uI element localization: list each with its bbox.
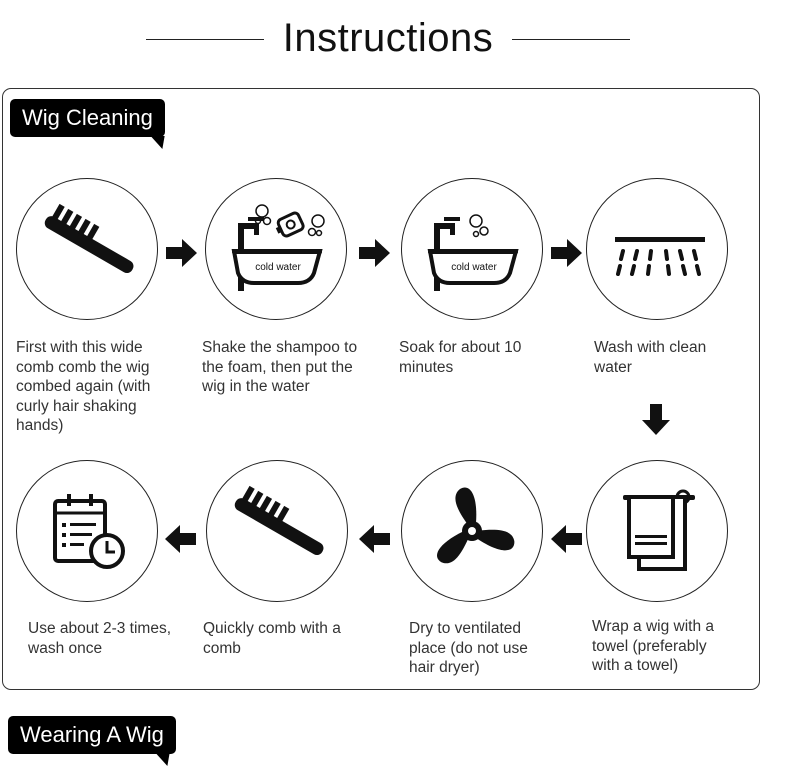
step-1-text: First with this wide comb comb the wig c… <box>16 339 151 434</box>
title-divider-right <box>512 39 630 40</box>
sink-label: cold water <box>255 262 301 273</box>
step-6-text: Dry to ventilated place (do not use hair… <box>409 620 528 676</box>
step-4-text: Wash with clean water <box>594 339 707 376</box>
step-1-circle <box>16 178 158 320</box>
title-divider-left <box>146 39 264 40</box>
step-5-text: Wrap a wig with a towel (preferably with… <box>592 618 715 674</box>
step-3-text: Soak for about 10 minutes <box>399 339 522 376</box>
step-8-text: Use about 2-3 times, wash once <box>28 620 172 657</box>
page-title: Instructions <box>282 16 494 60</box>
section-tag-wearing-a-wig: Wearing A Wig <box>8 716 176 754</box>
step-3-circle: cold water <box>401 178 543 320</box>
step-7-circle <box>206 460 348 602</box>
arrow-down-icon <box>642 404 670 435</box>
comb-icon <box>234 485 324 556</box>
step-2-circle: cold water <box>205 178 347 320</box>
fan-icon <box>437 487 515 564</box>
step-6-circle <box>401 460 543 602</box>
arrow-left-icon <box>551 525 582 553</box>
sink-icon: cold water <box>427 214 519 291</box>
towel-icon <box>623 489 695 571</box>
step-7-text: Quickly comb with a comb <box>203 620 341 657</box>
step-8-circle <box>16 460 158 602</box>
comb-icon <box>44 203 134 274</box>
step-4-circle <box>586 178 728 320</box>
wig-cleaning-panel <box>2 88 760 690</box>
arrow-left-icon <box>359 525 390 553</box>
step-5-circle <box>586 460 728 602</box>
sink-shampoo-icon: cold water <box>231 204 325 291</box>
schedule-icon <box>53 494 125 569</box>
title-bar: Instructions <box>0 14 800 64</box>
section-tag-wig-cleaning: Wig Cleaning <box>10 99 165 137</box>
step-2-text: Shake the shampoo to the foam, then put … <box>202 339 358 395</box>
arrow-left-icon <box>165 525 196 553</box>
arrow-right-icon <box>359 239 390 267</box>
sink-label: cold water <box>451 262 497 273</box>
arrow-right-icon <box>551 239 582 267</box>
shower-icon <box>615 237 705 276</box>
arrow-right-icon <box>166 239 197 267</box>
